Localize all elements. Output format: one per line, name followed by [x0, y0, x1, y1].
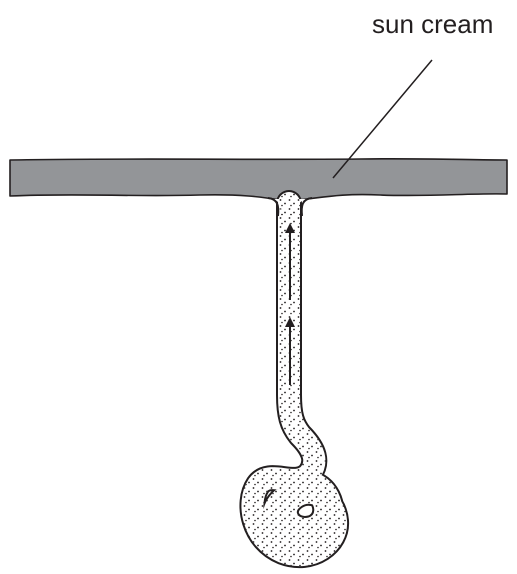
sun-cream-label: sun cream	[372, 9, 493, 39]
sweat-duct	[252, 198, 336, 555]
sun-cream-layer	[10, 159, 507, 201]
